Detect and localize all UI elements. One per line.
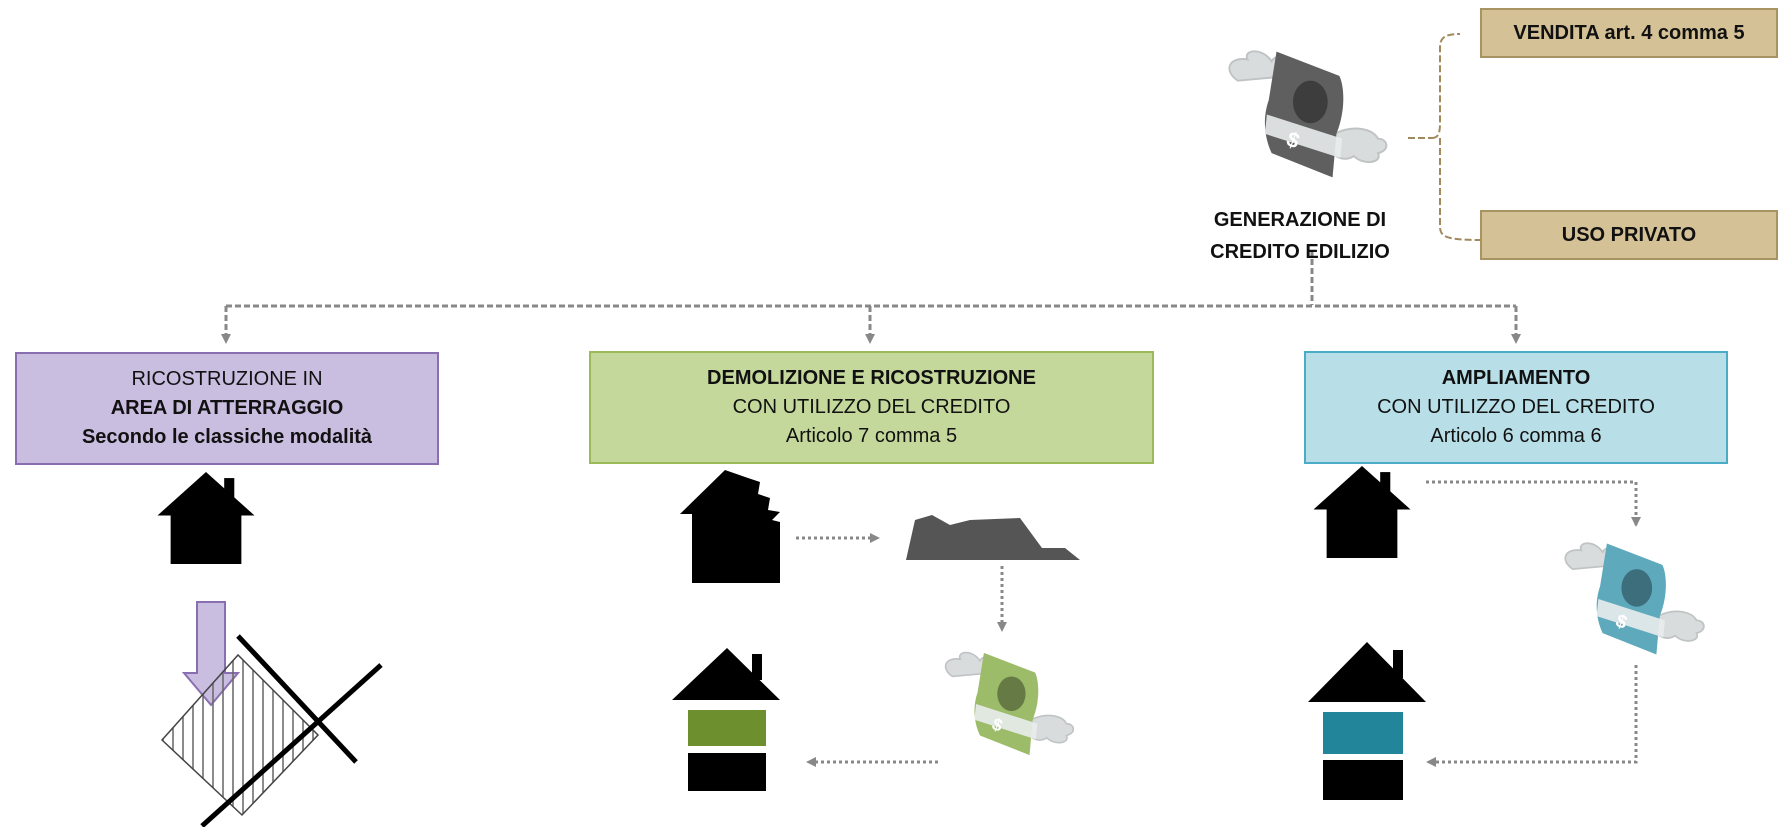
generation-label: GENERAZIONE DI CREDITO EDILIZIO xyxy=(1180,204,1420,268)
landing-box-line1: RICOSTRUZIONE IN xyxy=(131,368,323,390)
landing-box-line3: Secondo le classiche modalità xyxy=(81,426,373,448)
flying-money-icon xyxy=(1228,50,1388,179)
house-icon xyxy=(157,472,255,564)
private-use-box: USO PRIVATO xyxy=(1480,210,1778,260)
expansion-box: AMPLIAMENTO CON UTILIZZO DEL CREDITO Art… xyxy=(1304,351,1728,464)
expansion-box-line1: AMPLIAMENTO xyxy=(1441,367,1591,389)
demolition-box-line3: Articolo 7 comma 5 xyxy=(785,425,958,447)
house-expansion-band xyxy=(688,710,766,746)
generation-label-line2: CREDITO EDILIZIO xyxy=(1210,241,1390,263)
arrow-money-to-newhouse xyxy=(1426,665,1638,767)
flying-money-icon xyxy=(1564,542,1705,656)
landing-area-box: RICOSTRUZIONE IN AREA DI ATTERRAGGIO Sec… xyxy=(15,352,439,465)
private-use-label: USO PRIVATO xyxy=(1561,223,1697,246)
arrow-house-to-money xyxy=(1426,480,1641,527)
sale-box: VENDITA art. 4 comma 5 xyxy=(1480,8,1778,58)
demolition-box-line1: DEMOLIZIONE E RICOSTRUZIONE xyxy=(707,367,1036,389)
new-house-icon xyxy=(672,648,780,791)
expansion-box-line3: Articolo 6 comma 6 xyxy=(1430,425,1602,447)
landing-box-line2: AREA DI ATTERRAGGIO xyxy=(110,397,344,419)
expansion-box-line2: CON UTILIZZO DEL CREDITO xyxy=(1377,396,1655,418)
sale-label: VENDITA art. 4 comma 5 xyxy=(1513,21,1745,44)
new-house-icon xyxy=(1308,642,1426,800)
demolition-box-line2: CON UTILIZZO DEL CREDITO xyxy=(732,396,1011,418)
house-icon xyxy=(1313,466,1411,558)
top-connectors xyxy=(221,250,1521,344)
landing-area-icon xyxy=(160,634,383,827)
house-expansion-band xyxy=(1323,712,1403,754)
rubble-icon xyxy=(906,515,1080,560)
generation-label-line1: GENERAZIONE DI xyxy=(1213,209,1387,231)
demolition-box: DEMOLIZIONE E RICOSTRUZIONE CON UTILIZZO… xyxy=(589,351,1154,464)
outputs-bracket xyxy=(1408,33,1481,241)
flying-money-icon xyxy=(944,651,1075,756)
damaged-house-icon xyxy=(680,470,780,583)
